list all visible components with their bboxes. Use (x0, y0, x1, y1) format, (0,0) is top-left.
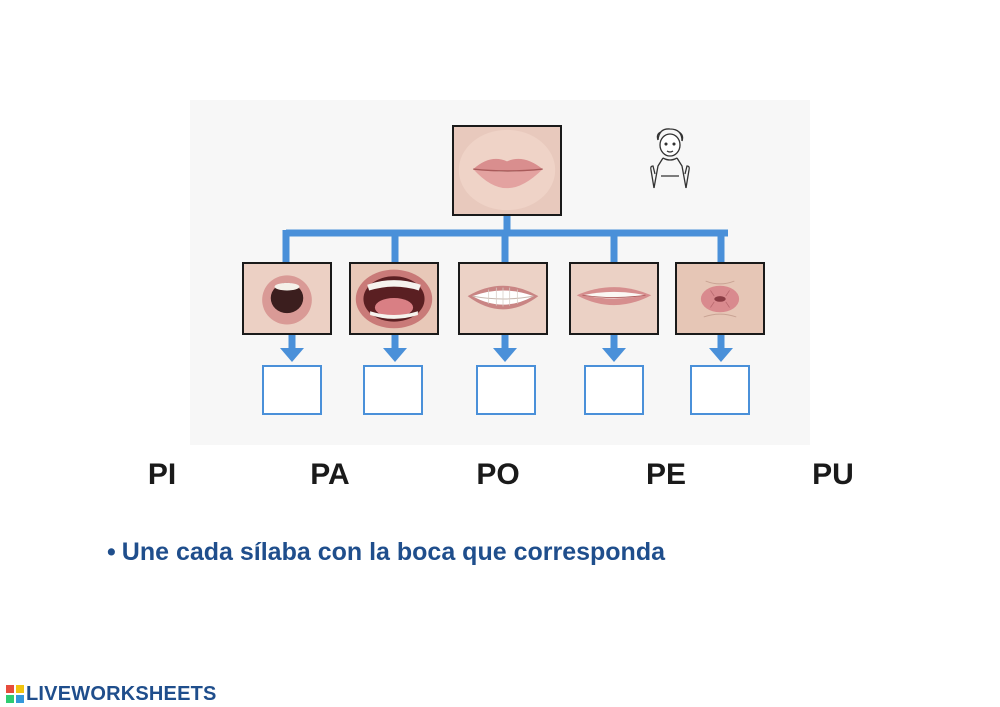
instruction-label: Une cada sílaba con la boca que correspo… (121, 538, 665, 566)
syllable-pu[interactable]: PU (812, 458, 854, 491)
mouth-photo-4 (569, 262, 659, 335)
child-signing-icon (650, 128, 690, 189)
mouth-photo-2 (349, 262, 439, 335)
drop-box-4[interactable] (584, 365, 644, 415)
brand-logo: LIVEWORKSHEETS (6, 682, 217, 706)
instruction-bullet: • (107, 538, 116, 566)
mouth-photo-3 (458, 262, 548, 335)
instruction-text: •Une cada sílaba con la boca que corresp… (107, 538, 665, 567)
mouth-photo-1 (242, 262, 332, 335)
liveworksheets-logo-icon (6, 685, 24, 703)
brand-name: LIVEWORKSHEETS (26, 682, 217, 705)
sign-language-figure (645, 126, 695, 196)
drop-box-2[interactable] (363, 365, 423, 415)
syllable-po[interactable]: PO (476, 458, 520, 491)
syllable-pe[interactable]: PE (645, 458, 687, 491)
syllable-pi[interactable]: PI (147, 458, 177, 491)
drop-box-1[interactable] (262, 365, 322, 415)
mouth-photo-5 (675, 262, 765, 335)
drop-box-5[interactable] (690, 365, 750, 415)
drop-box-3[interactable] (476, 365, 536, 415)
top-lips-photo (452, 125, 562, 216)
syllable-pa[interactable]: PA (310, 458, 350, 491)
